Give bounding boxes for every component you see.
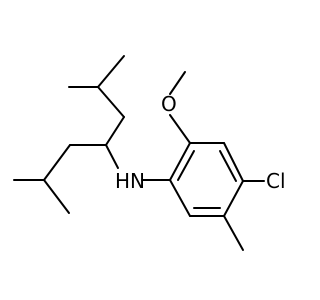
atom-label-chlorine: Cl xyxy=(266,169,286,193)
ring-bond-4 xyxy=(223,180,244,217)
ring-bond-1 xyxy=(169,142,191,181)
bond-oxygen-methyl xyxy=(169,71,186,95)
bond-upper-ch2-center xyxy=(105,116,125,146)
ring-bond-6 xyxy=(169,179,191,217)
ring-bond-3-inner xyxy=(219,150,237,182)
bond-center-nitrogen xyxy=(105,144,119,169)
atom-label-nitrogen: HN xyxy=(115,169,145,193)
bond-ring-methyl xyxy=(223,215,244,251)
bond-lower-ch2-ch xyxy=(43,144,71,181)
bond-upper-methyl-b xyxy=(97,55,125,88)
bond-upper-ch-ch2 xyxy=(97,86,125,118)
molecule-structure: O Cl HN xyxy=(13,55,286,251)
bond-lower-methyl-b xyxy=(43,179,70,214)
ring-bond-3 xyxy=(223,142,244,182)
atom-label-oxygen: O xyxy=(161,92,177,116)
ring-bond-1-inner xyxy=(177,150,195,181)
bond-ring-oxygen xyxy=(169,114,191,144)
